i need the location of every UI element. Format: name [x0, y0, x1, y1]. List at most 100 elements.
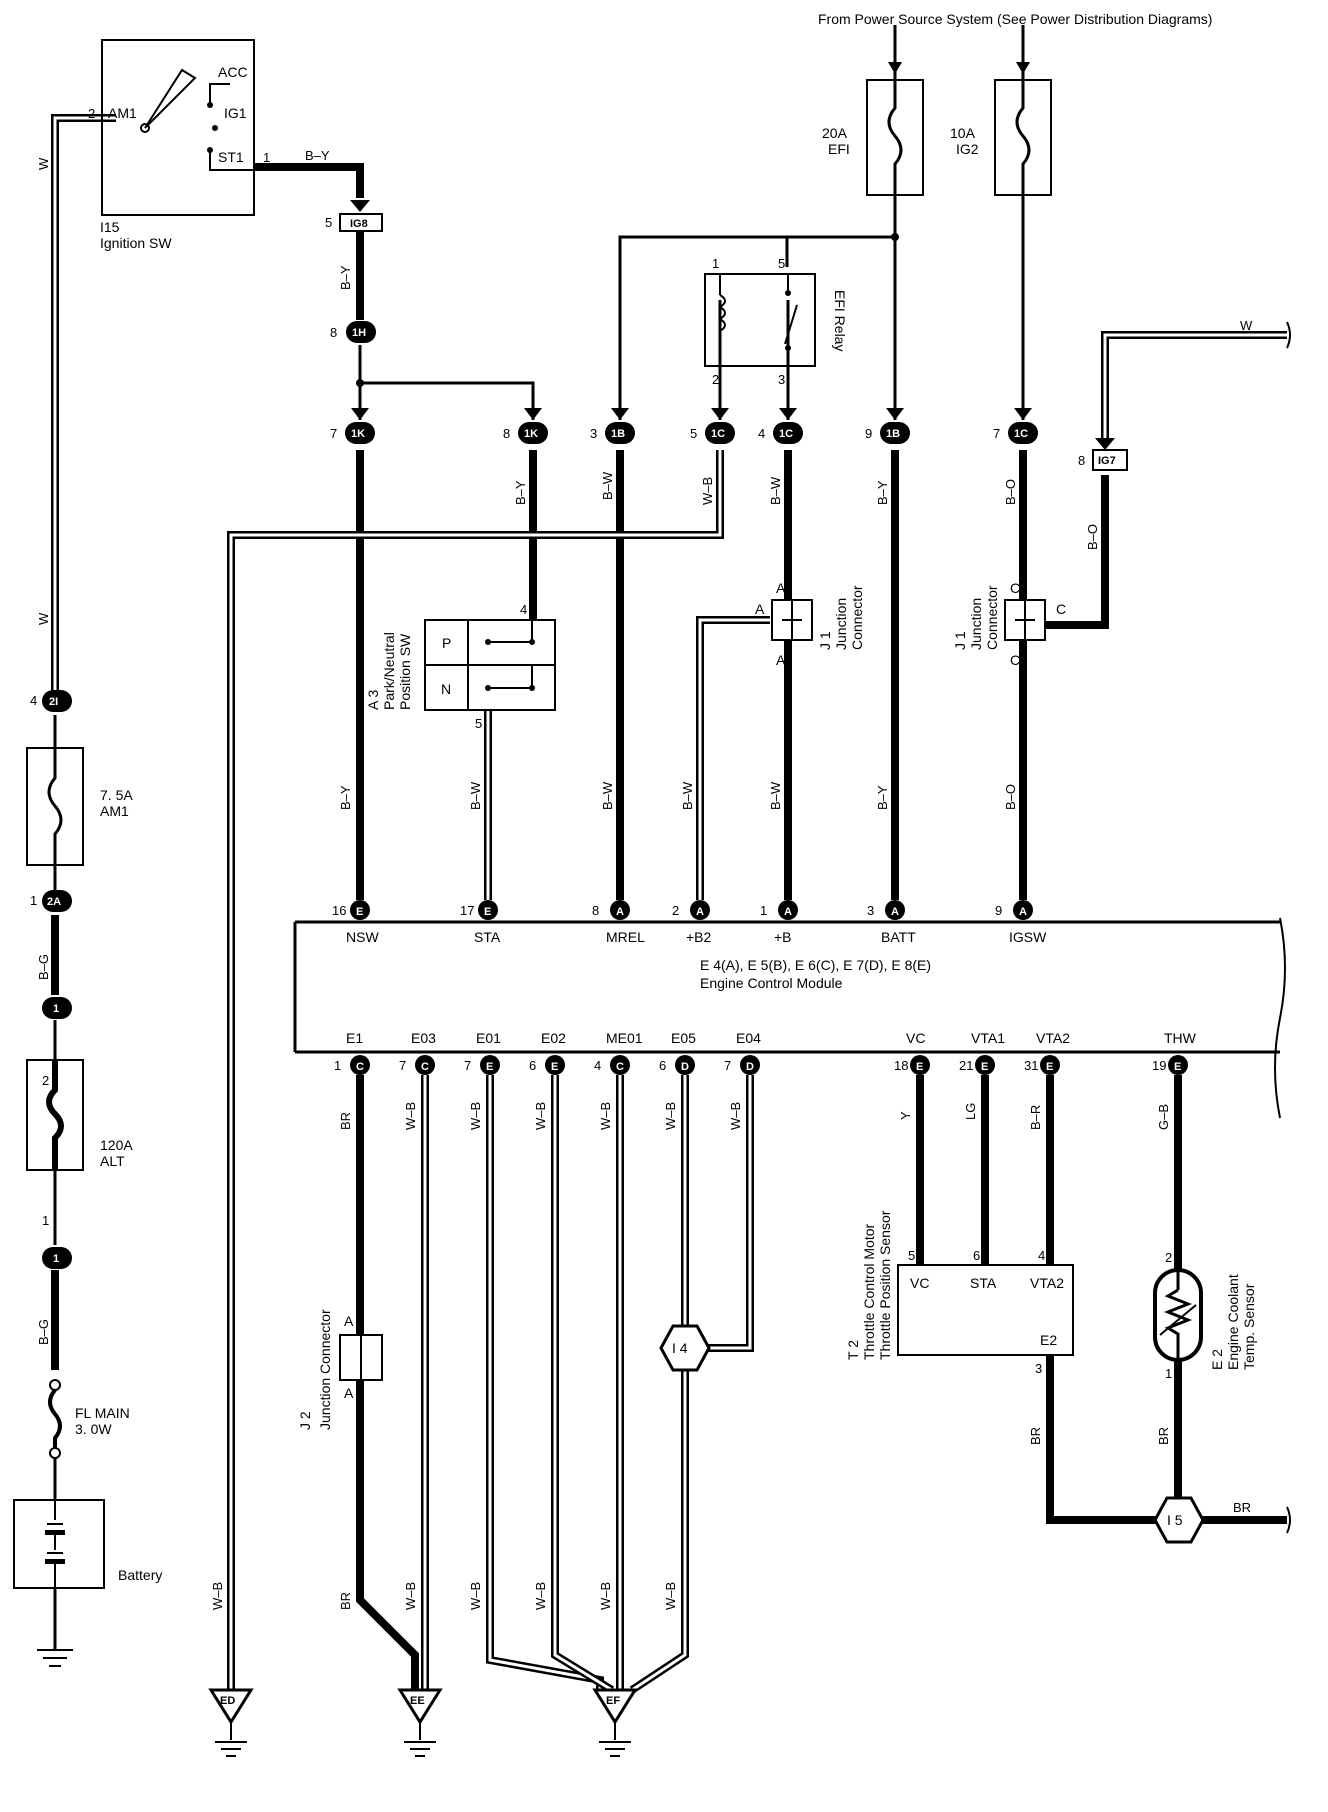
svg-text:C: C — [1010, 652, 1020, 668]
svg-text:E2: E2 — [1040, 1332, 1057, 1348]
svg-text:VC: VC — [910, 1275, 929, 1291]
svg-text:6: 6 — [529, 1058, 536, 1073]
wire-label-wb-ef2: W–B — [533, 1582, 548, 1610]
svg-text:J 1: J 1 — [817, 631, 833, 650]
wire-label-y-vc: Y — [898, 1111, 913, 1120]
svg-text:A: A — [696, 906, 704, 918]
svg-text:2: 2 — [1165, 1250, 1172, 1265]
wire-label-wb-ee: W–B — [403, 1582, 418, 1610]
svg-text:1: 1 — [30, 893, 37, 908]
wire-br-t2 — [1046, 1355, 1160, 1524]
junction-connector-j2: A A J 2 Junction Connector — [297, 1309, 383, 1430]
wire-label-bo-1: B–O — [1003, 479, 1018, 505]
svg-text:J 1: J 1 — [952, 631, 968, 650]
svg-text:1: 1 — [1165, 1366, 1172, 1381]
svg-text:A: A — [616, 906, 624, 918]
svg-text:2: 2 — [42, 1073, 49, 1088]
wire-label-bw-sta: B–W — [468, 781, 483, 810]
svg-text:E: E — [356, 906, 363, 918]
junction-connector-j1-a: A A A J 1 Junction Connector — [755, 580, 865, 668]
svg-text:E: E — [981, 1061, 988, 1073]
svg-text:7: 7 — [399, 1058, 406, 1073]
svg-text:EE: EE — [410, 1695, 425, 1707]
svg-text:D: D — [746, 1061, 754, 1073]
wire-label-by-2: B–Y — [513, 480, 528, 505]
svg-text:VTA1: VTA1 — [971, 1030, 1005, 1046]
wire-label-br-vta2: B–R — [1028, 1105, 1043, 1130]
svg-text:A: A — [891, 906, 899, 918]
svg-text:5: 5 — [325, 215, 332, 230]
wire-label-bw-b: B–W — [768, 781, 783, 810]
svg-text:1: 1 — [760, 903, 767, 918]
svg-text:1K: 1K — [351, 428, 365, 440]
wire-label-wb-e04: W–B — [728, 1102, 743, 1130]
connector-c1k-8: 1K8 — [503, 408, 548, 444]
svg-text:2: 2 — [712, 372, 719, 387]
svg-text:E: E — [484, 906, 491, 918]
svg-text:4: 4 — [520, 602, 527, 617]
wire-label-wb-me01: W–B — [598, 1102, 613, 1130]
svg-text:Park/Neutral: Park/Neutral — [381, 632, 397, 710]
svg-text:I 5: I 5 — [1167, 1512, 1183, 1528]
svg-text:AM1: AM1 — [108, 105, 137, 121]
wire-label-w-right: W — [1240, 318, 1253, 333]
connector-2i: 2I — [49, 696, 58, 708]
svg-text:THW: THW — [1164, 1030, 1197, 1046]
wire-label-wb-ef3: W–B — [598, 1582, 613, 1610]
fuse-efi: 20A EFI — [822, 79, 924, 196]
svg-text:A: A — [776, 580, 786, 596]
connector-c1k-7: 1K7 — [330, 408, 375, 444]
svg-text:E: E — [551, 1061, 558, 1073]
splice-i4: I 4 — [659, 1324, 711, 1372]
svg-text:E: E — [1046, 1061, 1053, 1073]
wire-label-bg-1: B–G — [36, 954, 51, 980]
svg-text:18: 18 — [894, 1058, 908, 1073]
connector-2a: 2A — [47, 896, 61, 908]
efi-relay: 1 5 2 3 EFI Relay — [704, 256, 848, 387]
svg-text:1B: 1B — [886, 428, 900, 440]
svg-text:3: 3 — [590, 426, 597, 441]
svg-text:C: C — [1056, 601, 1066, 617]
svg-text:A: A — [344, 1313, 354, 1329]
svg-text:4: 4 — [30, 693, 37, 708]
svg-text:8: 8 — [592, 903, 599, 918]
svg-text:P: P — [442, 635, 451, 651]
wire-label-bo-ig7: B–O — [1085, 524, 1100, 550]
svg-text:E: E — [486, 1061, 493, 1073]
wire-label-bw-1: B–W — [600, 471, 615, 500]
svg-text:BATT: BATT — [881, 929, 916, 945]
wire-label-wb-relay: W–B — [700, 477, 715, 505]
svg-text:+B: +B — [774, 929, 792, 945]
connector-1h: 1H — [352, 327, 366, 339]
wire-label-br-e1: BR — [338, 1112, 353, 1130]
svg-text:AM1: AM1 — [100, 803, 129, 819]
wire-w-ignition — [51, 114, 116, 690]
wire-label-by-batt2: B–Y — [875, 785, 890, 810]
wire-label-br-j2: BR — [338, 1592, 353, 1610]
svg-text:16: 16 — [332, 903, 346, 918]
connector-c1b-3: 1B3 — [590, 408, 635, 444]
svg-text:VTA2: VTA2 — [1030, 1275, 1064, 1291]
wire-by-st1 — [255, 163, 364, 198]
junction-connector-j1-c: C C C J 1 Junction Connector — [952, 580, 1066, 668]
splice-i5: I 5 — [1153, 1496, 1205, 1544]
svg-text:1: 1 — [263, 150, 270, 165]
fuse-alt: 120A ALT 2 1 — [26, 1059, 133, 1228]
wire-label-by-nsw: B–Y — [338, 785, 353, 810]
connector-c1c-4: 1C4 — [758, 408, 803, 444]
svg-text:Throttle Position Sensor: Throttle Position Sensor — [877, 1210, 893, 1360]
svg-text:1C: 1C — [779, 428, 793, 440]
connector-ig7: IG7 — [1098, 455, 1116, 467]
svg-text:STA: STA — [970, 1275, 997, 1291]
svg-text:5: 5 — [778, 256, 785, 271]
svg-text:Throttle Control Motor: Throttle Control Motor — [861, 1224, 877, 1360]
svg-text:19: 19 — [1152, 1058, 1166, 1073]
svg-text:ACC: ACC — [218, 64, 248, 80]
